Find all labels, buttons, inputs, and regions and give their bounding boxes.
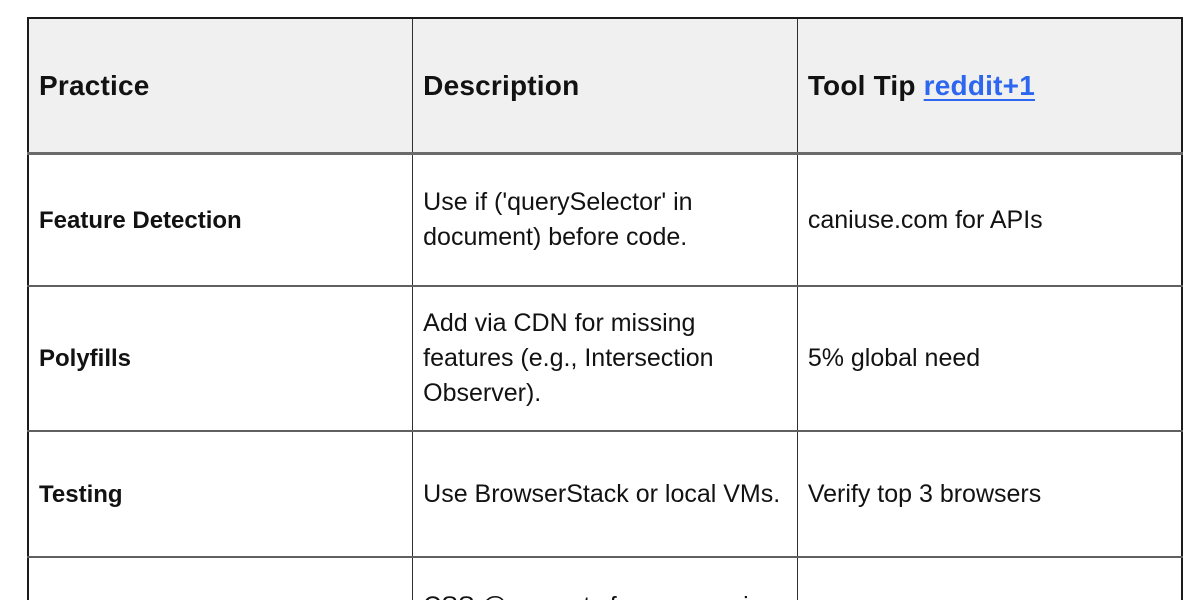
table-row: Fallbacks CSS @supports for progressive …: [28, 556, 1182, 600]
best-practices-table: Practice Description Tool Tip reddit+1 F…: [27, 17, 1183, 600]
column-header-description: Description: [412, 18, 798, 155]
table-row: Polyfills Add via CDN for missing featur…: [28, 285, 1182, 431]
cell-practice: Fallbacks: [28, 556, 413, 600]
cell-tooltip: Graceful degradation: [796, 556, 1182, 600]
cell-practice: Feature Detection: [28, 152, 413, 286]
cell-tooltip: caniuse.com for APIs: [796, 152, 1182, 286]
table-row: Testing Use BrowserStack or local VMs. V…: [28, 430, 1182, 557]
column-header-tooltip: Tool Tip reddit+1: [796, 18, 1182, 155]
column-header-description-label: Description: [423, 69, 580, 101]
cell-description: CSS @supports for progressive enhancemen…: [412, 556, 798, 600]
cell-description: Use BrowserStack or local VMs.: [412, 430, 798, 557]
cell-description: Use if ('querySelector' in document) bef…: [412, 152, 798, 286]
cell-tooltip: 5% global need: [796, 285, 1182, 431]
cell-tooltip: Verify top 3 browsers: [796, 430, 1182, 557]
table-header-row: Practice Description Tool Tip reddit+1: [28, 18, 1182, 155]
cell-description: Add via CDN for missing features (e.g., …: [412, 285, 798, 431]
column-header-tooltip-label: Tool Tip: [807, 69, 924, 101]
reddit-citation-link[interactable]: reddit+1: [923, 69, 1035, 101]
cell-practice: Polyfills: [28, 285, 413, 431]
cell-practice: Testing: [28, 430, 413, 557]
table-row: Feature Detection Use if ('querySelector…: [28, 152, 1182, 286]
column-header-practice-label: Practice: [39, 69, 150, 101]
column-header-practice: Practice: [28, 18, 413, 155]
